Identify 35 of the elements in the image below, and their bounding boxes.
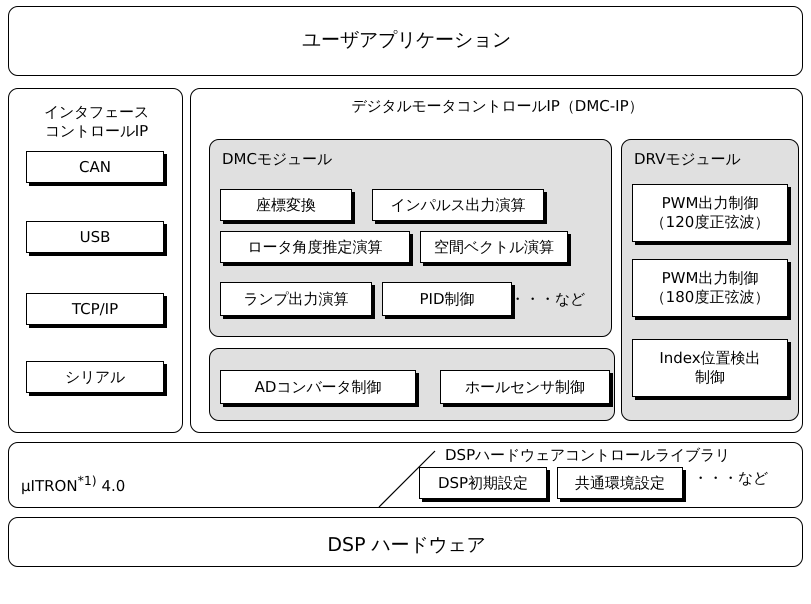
function-box: TCP/IP (26, 293, 164, 325)
module-panel (621, 139, 799, 421)
module-panel (190, 88, 803, 433)
function-box: インパルス出力演算 (372, 189, 544, 221)
function-box: DSP初期設定 (419, 467, 547, 499)
function-box: Index位置検出制御 (632, 339, 788, 397)
function-box: 座標変換 (220, 189, 352, 221)
panel-heading: ユーザアプリケーション (301, 28, 512, 53)
function-box: CAN (26, 151, 164, 183)
note-text: ・・・など (510, 290, 585, 309)
note-text: ・・・など (693, 469, 768, 488)
function-box: 空間ベクトル演算 (420, 231, 568, 263)
module-panel (8, 88, 183, 433)
function-box: シリアル (26, 361, 164, 393)
panel-heading: DSP ハードウェア (326, 533, 487, 558)
function-box: ロータ角度推定演算 (220, 231, 410, 263)
panel-heading: μITRON$^{*1)}$ 4.0 (21, 473, 126, 495)
function-box: ホールセンサ制御 (440, 370, 610, 404)
function-box: PWM出力制御（180度正弦波） (632, 259, 788, 317)
function-box: PWM出力制御（120度正弦波） (632, 184, 788, 242)
function-box: PID制御 (382, 282, 512, 316)
layer-panel (8, 442, 803, 508)
note-text: DSPハードウェアコントロールライブラリ (445, 446, 730, 465)
function-box: ランプ出力演算 (220, 282, 372, 316)
panel-heading: DRVモジュール (634, 150, 740, 169)
module-band (209, 348, 615, 421)
panel-heading: デジタルモータコントロールIP（DMC-IP） (350, 97, 645, 116)
module-panel (209, 139, 612, 337)
layer-panel (8, 6, 803, 76)
panel-heading: インタフェースコントロールIP (43, 103, 150, 141)
function-box: 共通環境設定 (557, 467, 683, 499)
layer-panel (8, 517, 803, 567)
function-box: USB (26, 221, 164, 253)
panel-heading: DMCモジュール (222, 150, 332, 169)
function-box: ADコンバータ制御 (220, 370, 416, 404)
